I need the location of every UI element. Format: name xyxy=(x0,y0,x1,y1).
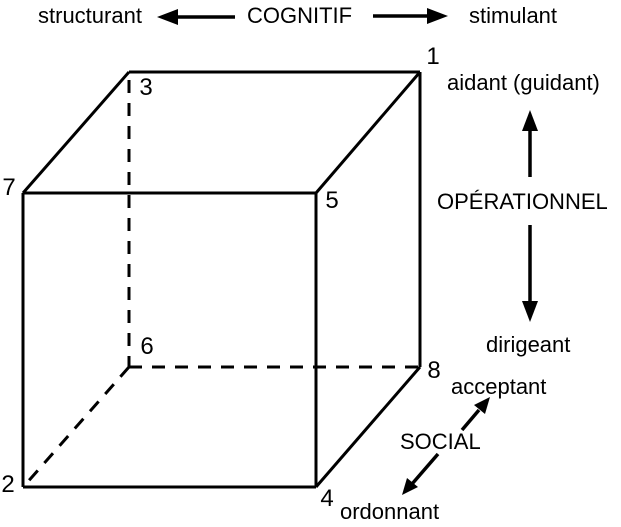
edge-depth-8-4 xyxy=(314,366,422,488)
cognitif-pole-structurant: structurant xyxy=(38,3,142,28)
vertex-label-2: 2 xyxy=(1,471,15,498)
cognitif-right-arrow-icon xyxy=(373,8,448,24)
cognitif-pole-stimulant: stimulant xyxy=(469,3,558,28)
vertex-label-4: 4 xyxy=(320,485,334,512)
social-pole-acceptant: acceptant xyxy=(451,374,547,399)
operationnel-down-arrow-icon xyxy=(522,225,538,322)
vertex-label-7: 7 xyxy=(2,174,16,201)
edge-depth-7-3 xyxy=(21,71,131,194)
vertex-label-3: 3 xyxy=(139,74,153,101)
vertex-label-1: 1 xyxy=(426,43,440,70)
vertex-label-6: 6 xyxy=(140,333,154,360)
cognitif-left-arrow-icon xyxy=(157,9,235,25)
cognitif-axis-label: COGNITIF xyxy=(247,3,353,28)
social-up-right-arrow-icon xyxy=(460,397,490,432)
operationnel-axis-label: OPÉRATIONNEL xyxy=(437,189,608,214)
edge-depth-5-1 xyxy=(314,71,422,194)
vertex-label-8: 8 xyxy=(427,357,441,384)
operationnel-pole-dirigeant: dirigeant xyxy=(486,332,571,357)
social-pole-ordonnant: ordonnant xyxy=(340,499,440,524)
social-down-left-arrow-icon xyxy=(402,452,440,495)
edge-hidden-6-2 xyxy=(23,366,131,486)
operationnel-up-arrow-icon xyxy=(522,110,538,177)
operationnel-pole-aidant: aidant (guidant) xyxy=(447,70,600,95)
vertex-label-5: 5 xyxy=(325,187,339,214)
social-axis-label: SOCIAL xyxy=(400,429,481,454)
